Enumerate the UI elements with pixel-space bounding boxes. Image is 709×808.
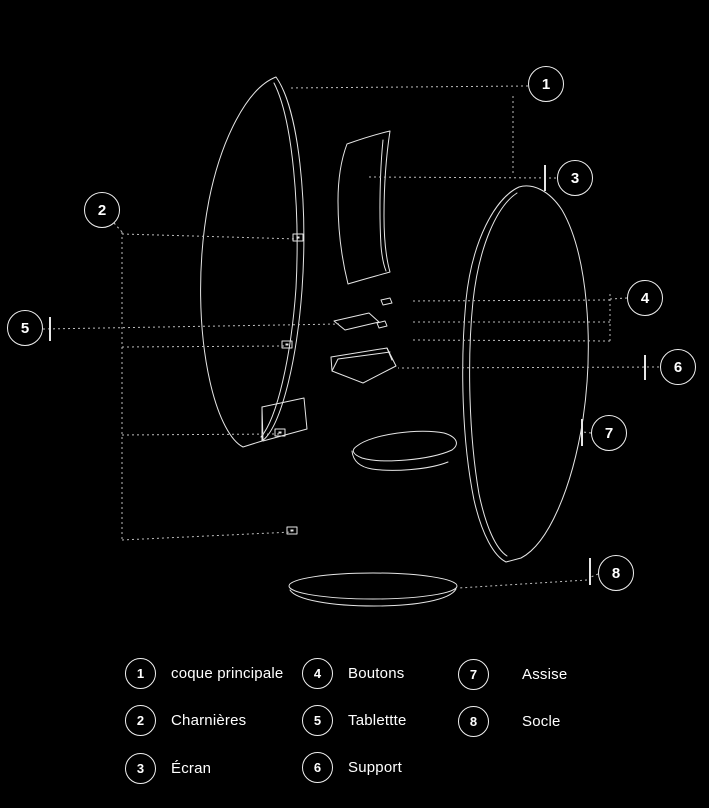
legend-number-7: 7 [458, 659, 489, 690]
legend-number-5: 5 [302, 705, 333, 736]
legend-item-support: 6 Support [302, 752, 402, 783]
callout-4: 4 [627, 280, 663, 316]
legend-number-1: 1 [125, 658, 156, 689]
callout-1: 1 [528, 66, 564, 102]
callout-2: 2 [84, 192, 120, 228]
main-shell-drawing [200, 76, 308, 448]
legend-item-assise: 7 Assise [458, 659, 567, 690]
legend-item-socle: 8 Socle [458, 706, 561, 737]
buttons-drawing [376, 297, 393, 329]
legend-label-charnieres: Charnières [171, 712, 247, 729]
support-drawing [330, 347, 397, 384]
screen-drawing [337, 130, 391, 285]
seat-drawing [351, 430, 457, 471]
leader-line-3 [367, 176, 557, 179]
leader-line-4 [409, 294, 628, 344]
leader-line-8 [458, 573, 599, 589]
leader-line-5 [42, 323, 340, 330]
legend-number-4: 4 [302, 658, 333, 689]
leader-line-1 [287, 85, 529, 175]
leader-line-2 [113, 222, 299, 541]
legend-item-boutons: 4 Boutons [302, 658, 404, 689]
legend-label-ecran: Écran [171, 760, 212, 777]
legend-label-socle: Socle [522, 713, 561, 730]
callout-5: 5 [7, 310, 43, 346]
hinge-marks-drawing [274, 233, 304, 535]
callout-3: 3 [557, 160, 593, 196]
legend-label-coque-principale: coque principale [171, 665, 284, 682]
legend-label-support: Support [348, 759, 402, 776]
legend-number-8: 8 [458, 706, 489, 737]
tablet-drawing [333, 312, 380, 331]
legend-label-boutons: Boutons [348, 665, 405, 682]
legend-label-tablette: Tablettte [348, 712, 407, 729]
legend-number-3: 3 [125, 753, 156, 784]
callout-6: 6 [660, 349, 696, 385]
legend-number-6: 6 [302, 752, 333, 783]
leader-line-7 [582, 431, 592, 434]
base-drawing [288, 572, 458, 607]
legend-number-2: 2 [125, 705, 156, 736]
rear-shell-drawing [462, 185, 589, 563]
legend-item-coque-principale: 1 coque principale [125, 658, 283, 689]
legend-label-assise: Assise [522, 666, 568, 683]
callout-8: 8 [598, 555, 634, 591]
callout-7: 7 [591, 415, 627, 451]
leader-line-6 [397, 366, 660, 369]
legend-item-charnieres: 2 Charnières [125, 705, 246, 736]
legend-item-ecran: 3 Écran [125, 753, 211, 784]
legend-item-tablette: 5 Tablettte [302, 705, 407, 736]
